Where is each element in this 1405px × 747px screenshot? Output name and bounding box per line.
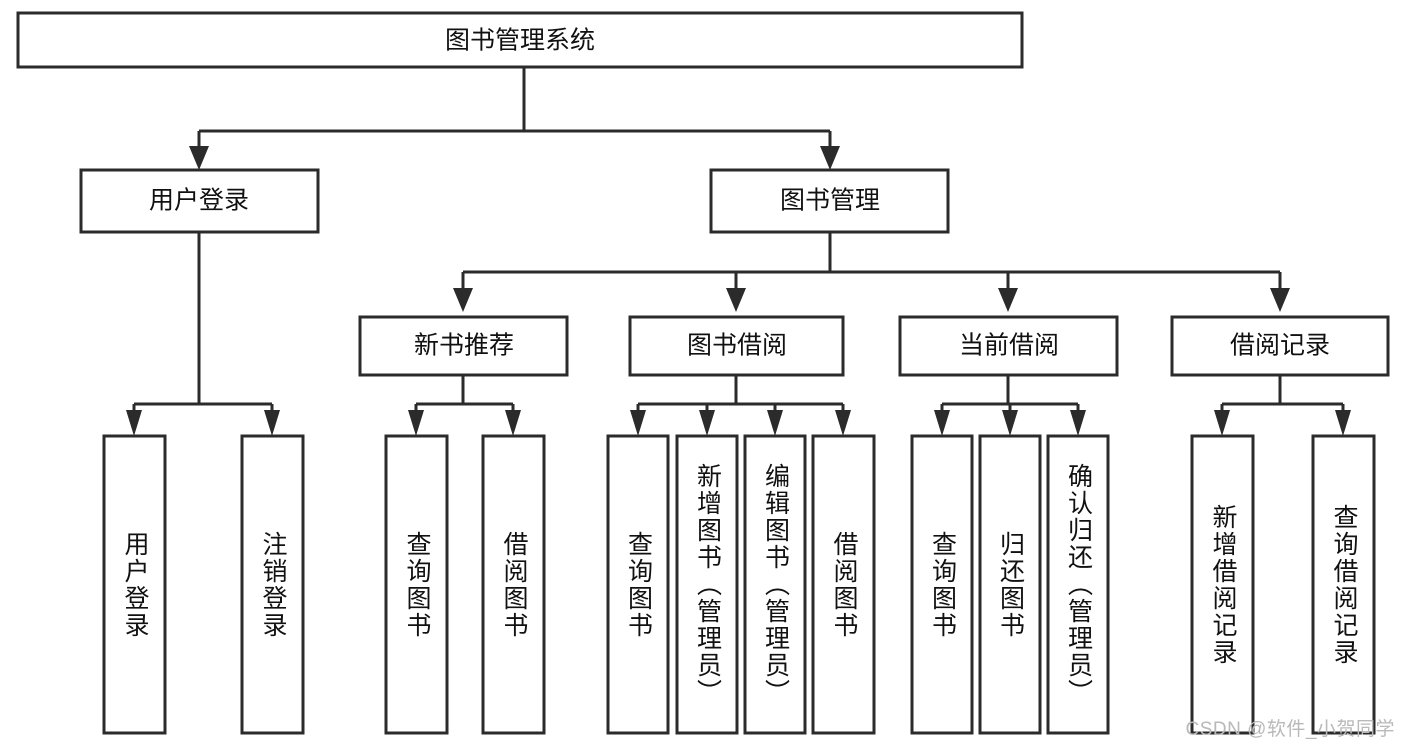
arrow-head-newbook [453,288,473,312]
leaf-box-edit-book[interactable] [743,434,807,735]
node-book-management-box[interactable] [709,168,950,234]
leaf-box-borrow-book-1[interactable] [481,434,546,735]
arrow-head-leaf-edit-book [767,410,783,436]
connector-group-current [934,375,1086,436]
leaf-box-user-login[interactable] [102,434,167,735]
connector-group-userlogin [126,232,280,436]
leaf-boxes [102,434,1376,735]
arrow-head-borrow [726,288,746,312]
node-user-login-box[interactable] [79,168,320,234]
arrow-head-leaf-add-book [699,410,715,436]
node-new-book-recommend-label: 新书推荐 [414,332,514,360]
leaf-box-query-book-2[interactable] [606,434,670,735]
connector-group-record [1214,375,1351,436]
connector-group-borrow [630,375,851,436]
arrow-head-leaf-add-record [1214,410,1230,436]
node-root[interactable]: 图书管理系统 [16,11,1024,69]
arrow-head-leaf-query-book-1 [408,410,424,436]
arrow-head-leaf-return-book [1002,410,1018,436]
leaf-box-query-record[interactable] [1311,434,1376,735]
arrow-head-current [998,288,1018,312]
leaf-box-confirm-return[interactable] [1046,434,1110,735]
arrow-head-bookmgmt [820,146,840,170]
leaf-box-add-book[interactable] [675,434,739,735]
watermark-text: CSDN @软件_小贺同学 [1185,719,1395,740]
node-borrow-record-box[interactable] [1170,315,1390,377]
node-book-borrow[interactable]: 图书借阅 [628,315,845,377]
arrow-head-userlogin [189,146,209,170]
arrow-head-record [1270,288,1290,312]
leaf-box-borrow-book-2[interactable] [811,434,876,735]
node-borrow-record[interactable]: 借阅记录 [1170,315,1390,377]
arrow-head-leaf-query-book-3 [934,410,950,436]
leaf-box-query-book-1[interactable] [384,434,449,735]
leaf-box-return-book[interactable] [978,434,1042,735]
leaf-box-logout[interactable] [240,434,305,735]
leaf-box-add-record[interactable] [1190,434,1255,735]
node-user-login[interactable]: 用户登录 [79,168,320,234]
node-user-login-label: 用户登录 [149,187,249,215]
node-root-box[interactable] [16,11,1024,69]
connector-group-bookmgmt [453,232,1290,312]
node-root-label: 图书管理系统 [445,27,595,55]
leaf-box-query-book-3[interactable] [910,434,974,735]
arrow-head-leaf-confirm-return [1070,410,1086,436]
arrow-head-leaf-logout [264,410,280,436]
node-book-management-label: 图书管理 [780,187,880,215]
connector-group-newbook [408,375,521,436]
arrow-head-leaf-query-record [1335,410,1351,436]
arrow-head-leaf-query-book-2 [630,410,646,436]
node-book-borrow-box[interactable] [628,315,845,377]
node-current-borrow[interactable]: 当前借阅 [898,315,1119,377]
node-new-book-recommend[interactable]: 新书推荐 [358,315,569,377]
node-current-borrow-label: 当前借阅 [959,332,1059,360]
node-new-book-recommend-box[interactable] [358,315,569,377]
node-book-management[interactable]: 图书管理 [709,168,950,234]
arrow-head-leaf-borrow-book-2 [835,410,851,436]
node-current-borrow-box[interactable] [898,315,1119,377]
connector-group-root [189,67,840,170]
arrow-head-leaf-user-login [126,410,142,436]
node-borrow-record-label: 借阅记录 [1230,332,1330,360]
node-book-borrow-label: 图书借阅 [687,332,787,360]
arrow-head-leaf-borrow-book-1 [505,410,521,436]
